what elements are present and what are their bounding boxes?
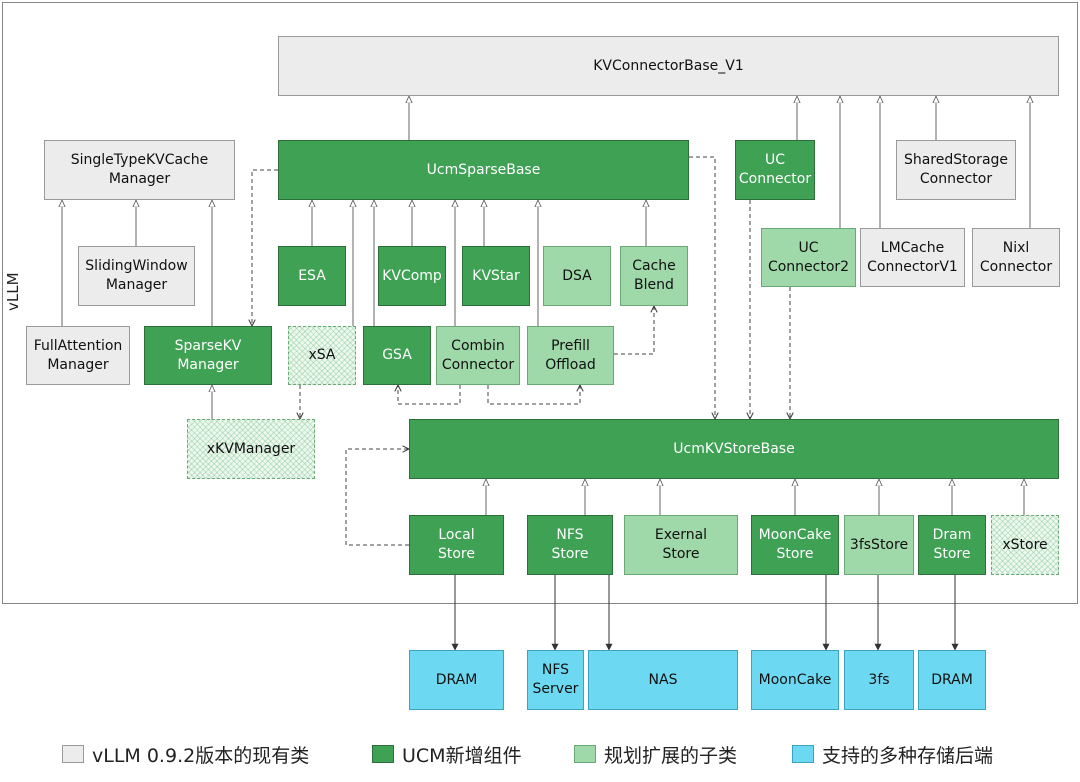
dram-store: Dram Store — [918, 515, 986, 575]
kvcomp: KVComp — [378, 246, 446, 306]
ucm-kv-store-base: UcmKVStoreBase — [409, 419, 1059, 479]
legend-swatch-light-green — [574, 745, 596, 763]
backend-mooncake: MoonCake — [751, 650, 839, 710]
uc-connector2: UC Connector2 — [761, 228, 856, 287]
legend-label-existing: vLLM 0.9.2版本的现有类 — [92, 744, 310, 767]
backend-dram: DRAM — [918, 650, 986, 710]
combin-connector: Combin Connector — [436, 326, 520, 385]
cache-blend: Cache Blend — [620, 246, 688, 306]
xkv-manager: xKVManager — [187, 419, 315, 479]
nfs-store: NFS Store — [527, 515, 613, 575]
legend-swatch-dark-green — [372, 745, 394, 763]
sparse-kv-manager: SparseKV Manager — [144, 326, 272, 385]
xstore: xStore — [991, 515, 1059, 575]
legend-swatch-grey — [62, 745, 84, 763]
local-store: Local Store — [409, 515, 504, 575]
3fs-store: 3fsStore — [844, 515, 914, 575]
legend-swatch-cyan — [792, 745, 814, 763]
legend-item-storage: 支持的多种存储后端 — [792, 741, 993, 767]
shared-storage-connector: SharedStorage Connector — [896, 140, 1016, 200]
legend-item-ucm-new: UCM新增组件 — [372, 741, 522, 767]
legend-item-planned: 规划扩展的子类 — [574, 741, 737, 767]
mooncake-store: MoonCake Store — [751, 515, 839, 575]
kv-connector-base-v1: KVConnectorBase_V1 — [278, 36, 1059, 96]
vllm-boundary — [2, 2, 1078, 604]
xsa: xSA — [288, 326, 356, 385]
esa: ESA — [278, 246, 346, 306]
legend-label-storage: 支持的多种存储后端 — [822, 744, 994, 767]
exernal-store: Exernal Store — [624, 515, 738, 575]
legend-label-planned: 规划扩展的子类 — [604, 744, 738, 767]
gsa: GSA — [363, 326, 431, 385]
full-attention-manager: FullAttention Manager — [26, 326, 130, 385]
legend-label-ucm-new: UCM新增组件 — [402, 744, 522, 767]
backend-3fs: 3fs — [844, 650, 914, 710]
prefill-offload: Prefill Offload — [527, 326, 614, 385]
backend-nas: NAS — [588, 650, 738, 710]
single-type-kv-cache-manager: SingleTypeKVCache Manager — [44, 140, 235, 200]
ucm-sparse-base: UcmSparseBase — [278, 140, 689, 200]
backend-dram-local: DRAM — [409, 650, 504, 710]
backend-nfs-server: NFS Server — [527, 650, 584, 710]
kvstar: KVStar — [462, 246, 530, 306]
uc-connector: UC Connector — [735, 140, 815, 200]
sliding-window-manager: SlidingWindow Manager — [78, 246, 195, 306]
dsa: DSA — [543, 246, 611, 306]
legend-item-existing: vLLM 0.9.2版本的现有类 — [62, 741, 309, 767]
nixl-connector: Nixl Connector — [972, 228, 1060, 287]
lmcache-connector-v1: LMCache ConnectorV1 — [860, 228, 965, 287]
